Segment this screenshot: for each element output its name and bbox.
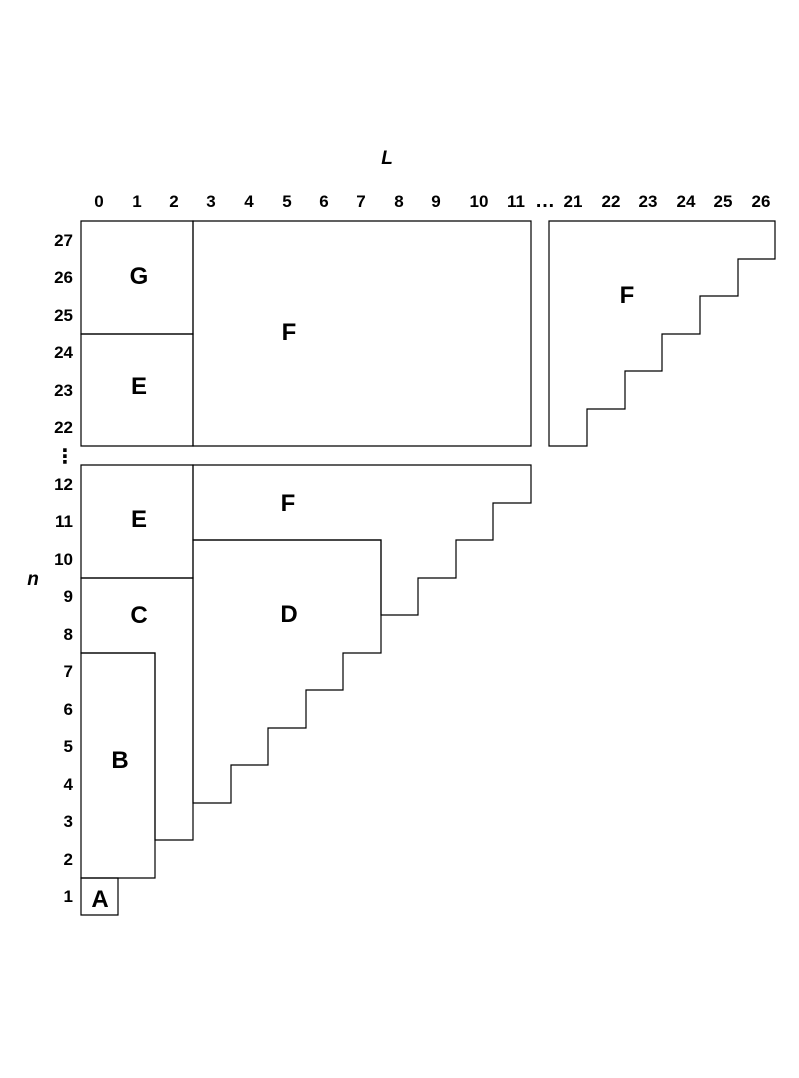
y-tick: 23	[54, 381, 73, 400]
x-tick-labels: 0 1 2 3 4 5 6 7 8 9 10 11 … 21 22 23 24 …	[94, 190, 770, 212]
x-tick: 25	[714, 192, 733, 211]
region-d-outline	[192, 539, 382, 804]
y-tick: 27	[54, 231, 73, 250]
y-tick: 25	[54, 306, 73, 325]
x-tick: 10	[470, 192, 489, 211]
x-tick: 1	[132, 192, 141, 211]
right-block	[548, 220, 776, 447]
x-tick: 22	[602, 192, 621, 211]
y-tick: 8	[64, 625, 73, 644]
x-tick: 3	[206, 192, 215, 211]
region-e-lower-label: E	[131, 506, 147, 533]
y-tick: 22	[54, 418, 73, 437]
y-axis-break: ⋮	[55, 446, 75, 468]
x-tick: 9	[431, 192, 440, 211]
region-b-label: B	[111, 747, 128, 774]
x-tick: 24	[677, 192, 696, 211]
x-tick: 2	[169, 192, 178, 211]
lower-block	[80, 464, 532, 916]
x-tick: 7	[356, 192, 365, 211]
x-tick: 8	[394, 192, 403, 211]
x-tick: 26	[752, 192, 771, 211]
y-tick: 6	[64, 700, 73, 719]
y-tick: 3	[64, 812, 73, 831]
region-a-label: A	[91, 886, 108, 913]
region-f-lower-label: F	[281, 490, 296, 517]
x-tick: 4	[244, 192, 254, 211]
y-tick: 9	[64, 587, 73, 606]
region-f-upper-outline	[192, 220, 532, 447]
y-tick: 1	[64, 887, 73, 906]
y-tick: 24	[54, 343, 73, 362]
x-tick: 11	[507, 192, 525, 211]
region-c-label: C	[130, 602, 147, 629]
region-labels: A B C D E F E G F F	[91, 263, 634, 913]
x-tick: 5	[282, 192, 291, 211]
y-tick: 11	[55, 512, 73, 531]
y-tick: 10	[54, 550, 73, 569]
x-axis-label: L	[381, 148, 393, 169]
y-tick: 26	[54, 268, 73, 287]
region-f-right-label: F	[620, 282, 635, 309]
y-tick: 4	[64, 775, 74, 794]
x-tick: 21	[564, 192, 583, 211]
y-tick: 2	[64, 850, 73, 869]
y-tick: 5	[64, 737, 73, 756]
y-tick-labels: 1 2 3 4 5 6 7 8 9 10 11 12 ⋮ 22 23 24 25…	[54, 231, 75, 906]
x-axis-break: …	[535, 190, 555, 212]
y-tick: 7	[64, 662, 73, 681]
region-g-label: G	[130, 263, 149, 290]
region-f-upper-label: F	[282, 319, 297, 346]
region-f-right-outline	[548, 220, 776, 447]
upper-block	[80, 220, 532, 447]
region-f-lower-outline	[192, 464, 532, 616]
x-tick: 6	[319, 192, 328, 211]
y-axis-label: n	[27, 569, 39, 590]
region-e-upper-label: E	[131, 373, 147, 400]
x-tick: 0	[94, 192, 103, 211]
x-tick: 23	[639, 192, 658, 211]
y-tick: 12	[54, 475, 73, 494]
region-d-label: D	[280, 601, 297, 628]
